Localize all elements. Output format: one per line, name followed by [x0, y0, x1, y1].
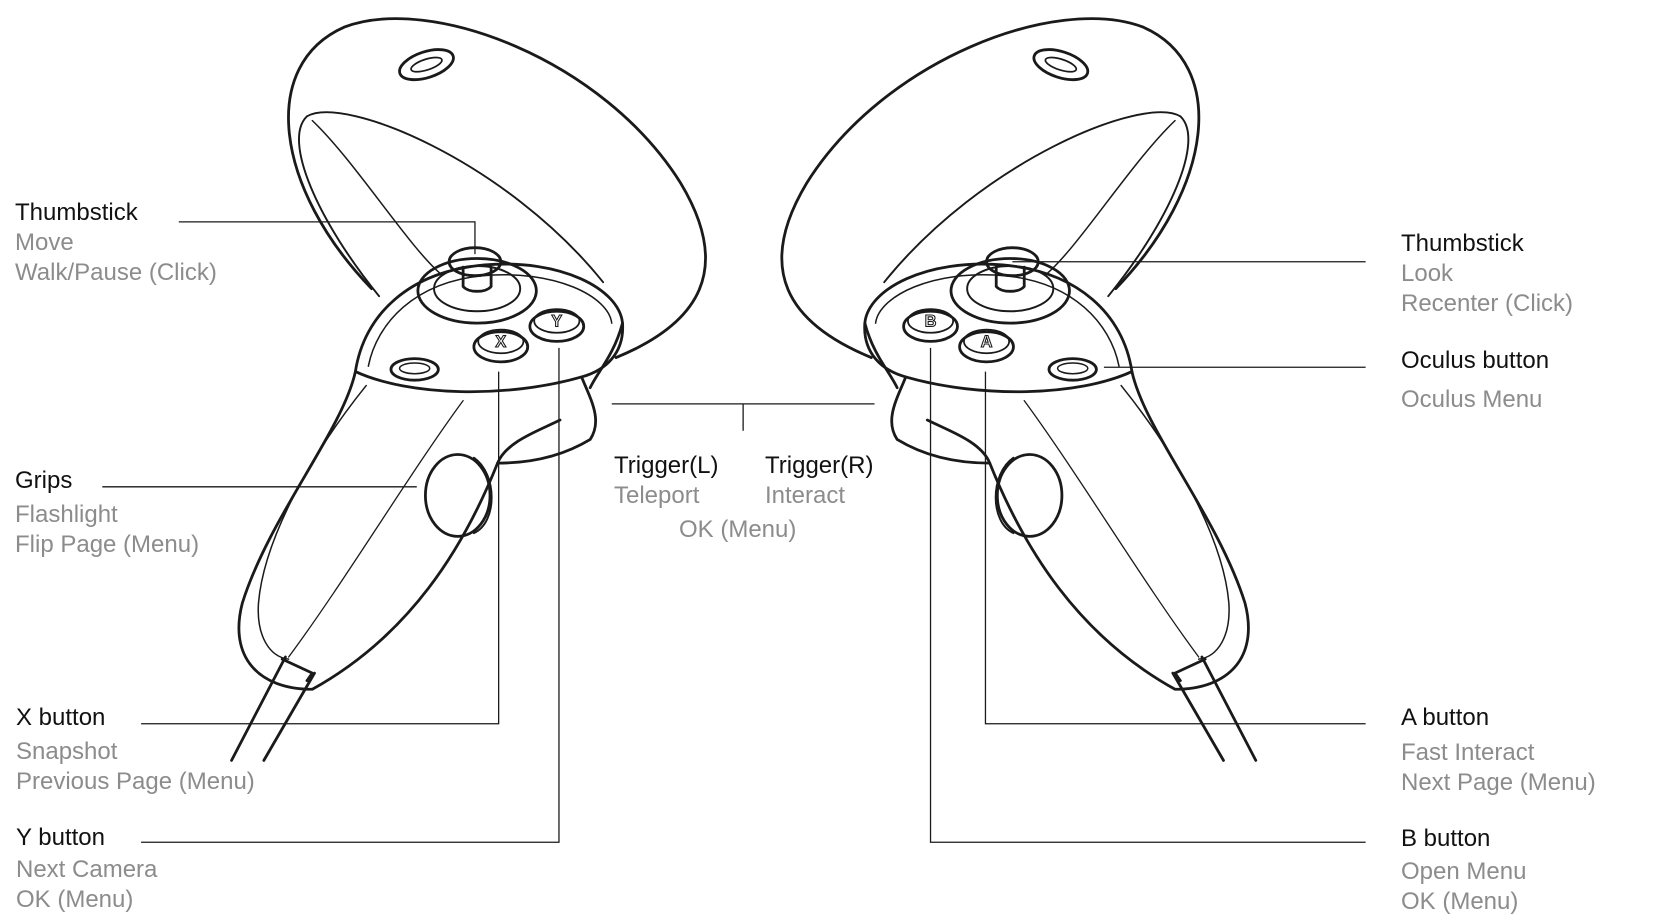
right-thumbstick-action: Look: [1401, 260, 1454, 287]
leader-left-thumbstick: [178, 221, 476, 255]
y-button-action: OK (Menu): [16, 886, 134, 913]
x-button-action: Snapshot: [16, 738, 118, 765]
leader-y-button: [141, 347, 560, 843]
y-button-title: Y button: [16, 824, 105, 851]
left-thumbstick-title: Thumbstick: [15, 199, 138, 226]
right-thumbstick-action: Recenter (Click): [1401, 290, 1574, 317]
x-button-action: Previous Page (Menu): [16, 768, 255, 795]
y-button-glyph: Y: [551, 312, 562, 330]
oculus-button-title: Oculus button: [1401, 347, 1550, 374]
label-b-button: B button Open Menu OK (Menu): [1401, 824, 1526, 917]
a-button-action: Fast Interact: [1401, 739, 1535, 766]
label-oculus-button: Oculus button Oculus Menu: [1401, 346, 1549, 415]
label-a-button: A button Fast Interact Next Page (Menu): [1401, 703, 1596, 798]
trigger-right-action: Interact: [765, 482, 846, 509]
trigger-shared-action: OK (Menu): [679, 516, 797, 543]
leader-b-button: [929, 347, 1366, 843]
grips-action: Flashlight: [15, 501, 118, 528]
b-button-action: Open Menu: [1401, 858, 1527, 885]
trigger-right-title: Trigger(R): [765, 452, 874, 479]
grips-title: Grips: [15, 467, 73, 494]
label-trigger-right: Trigger(R) Interact: [765, 451, 873, 511]
label-grips: Grips Flashlight Flip Page (Menu): [15, 466, 199, 560]
label-x-button: X button Snapshot Previous Page (Menu): [16, 703, 255, 797]
right-thumbstick-title: Thumbstick: [1401, 230, 1524, 257]
a-button-glyph: A: [981, 333, 993, 351]
label-trigger-shared: OK (Menu): [679, 515, 796, 545]
a-button-action: Next Page (Menu): [1401, 769, 1596, 796]
leader-a-button: [984, 371, 1366, 725]
trigger-left-action: Teleport: [614, 482, 700, 509]
x-button-title: X button: [16, 704, 106, 731]
label-y-button: Y button Next Camera OK (Menu): [16, 823, 157, 915]
leader-x-button: [141, 371, 500, 725]
label-trigger-left: Trigger(L) Teleport: [614, 451, 718, 511]
left-thumbstick-action: Walk/Pause (Click): [15, 259, 217, 286]
right-controller-drawing: [780, 17, 1258, 762]
b-button-glyph: B: [925, 312, 937, 330]
grips-action: Flip Page (Menu): [15, 531, 200, 558]
x-button-glyph: X: [495, 333, 506, 351]
left-thumbstick-action: Move: [15, 229, 74, 256]
b-button-action: OK (Menu): [1401, 888, 1519, 915]
trigger-left-title: Trigger(L): [614, 452, 719, 479]
oculus-button-action: Oculus Menu: [1401, 386, 1543, 413]
b-button-title: B button: [1401, 825, 1491, 852]
y-button-action: Next Camera: [16, 856, 158, 883]
label-right-thumbstick: Thumbstick Look Recenter (Click): [1401, 229, 1573, 319]
label-left-thumbstick: Thumbstick Move Walk/Pause (Click): [15, 198, 217, 288]
a-button-title: A button: [1401, 704, 1490, 731]
left-controller-drawing: [230, 17, 707, 762]
